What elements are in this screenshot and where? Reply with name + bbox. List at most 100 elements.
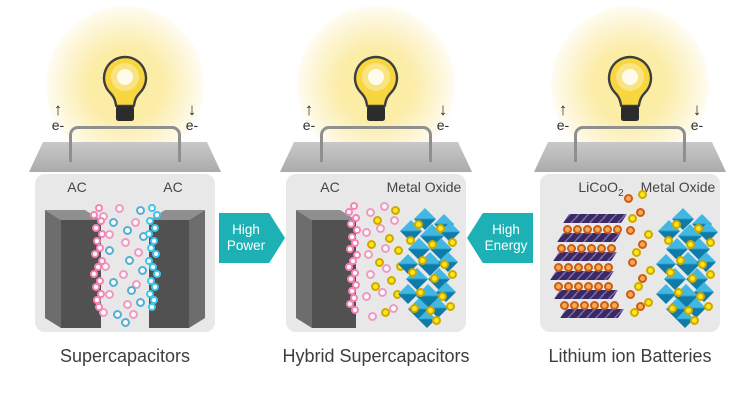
lithium-ion	[410, 304, 419, 313]
intercalated-lithium-ion	[597, 244, 606, 253]
lithium-ion	[676, 256, 685, 265]
lithium-ion-orange	[638, 274, 647, 283]
electron-label: e-	[690, 117, 704, 133]
adsorbed-blue-ion	[153, 270, 161, 278]
cation-ion	[368, 312, 377, 321]
intercalated-lithium-ion	[603, 225, 612, 234]
electrode-label-right: Metal Oxide	[640, 179, 716, 195]
intercalated-lithium-ion	[567, 244, 576, 253]
circuit-wire	[574, 126, 686, 162]
high-energy-arrow: High Energy	[467, 213, 533, 263]
lithium-ion	[381, 308, 390, 317]
lithium-ion	[446, 302, 455, 311]
adsorbed-pink-ion	[347, 275, 355, 284]
arrow-label-line: Energy	[484, 238, 528, 253]
lithium-ion	[634, 282, 643, 291]
lithium-ion	[428, 240, 437, 249]
anion-ion	[105, 246, 114, 255]
intercalated-lithium-ion	[600, 301, 609, 310]
adsorbed-pink-ion	[94, 263, 102, 272]
licoo2-layer	[560, 309, 624, 318]
anion-ion	[109, 278, 118, 287]
adsorbed-blue-ion	[146, 217, 154, 226]
panel-caption: Lithium ion Batteries	[548, 346, 712, 366]
cation-ion	[380, 202, 389, 211]
lithium-ion	[394, 246, 403, 255]
lithium-ion	[426, 306, 435, 315]
electrode-label-left: AC	[67, 179, 87, 195]
panel-caption: Supercapacitors	[59, 346, 191, 366]
lithium-ion	[448, 238, 457, 247]
intercalated-lithium-ion	[573, 225, 582, 234]
cell-body: AC Metal Oxide	[286, 174, 466, 332]
cation-ion	[115, 204, 124, 213]
adsorbed-pink-ion	[345, 208, 353, 217]
licoo2-layer	[553, 252, 617, 261]
adsorbed-pink-ion	[351, 238, 359, 247]
lithium-ion	[432, 316, 441, 325]
lithium-ion	[646, 266, 655, 275]
lithium-ion	[674, 288, 683, 297]
anion-ion	[136, 206, 145, 215]
cation-ion	[132, 280, 141, 289]
formula-base: LiCoO	[578, 179, 619, 195]
cation-ion	[364, 250, 373, 259]
intercalated-lithium-ion	[604, 263, 613, 272]
electron-flow-out: ↑ e-	[294, 101, 324, 133]
cation-ion	[123, 300, 132, 309]
electron-flow-out: ↑ e-	[43, 101, 73, 133]
electrolyte-ion-field	[35, 174, 215, 332]
metal-oxide-octahedron	[398, 284, 418, 304]
cation-ion	[381, 244, 390, 253]
adsorbed-pink-ion	[95, 204, 103, 212]
circuit-wire	[320, 126, 432, 162]
lithium-ion	[408, 268, 417, 277]
adsorbed-blue-ion	[148, 303, 156, 311]
adsorbed-blue-ion	[145, 230, 153, 239]
lithium-ion	[644, 230, 653, 239]
adsorbed-blue-ion	[152, 250, 160, 259]
light-bulb-icon	[607, 55, 653, 121]
intercalated-lithium-ion	[570, 301, 579, 310]
lithium-ion-orange	[626, 226, 635, 235]
lithium-ion	[448, 270, 457, 279]
intercalated-lithium-ion	[584, 282, 593, 291]
lithium-ion	[690, 316, 699, 325]
adsorbed-pink-ion	[97, 289, 105, 298]
formula-subscript: 2	[618, 187, 624, 199]
cation-ion	[366, 270, 375, 279]
lithium-ion	[430, 274, 439, 283]
electrolyte-ion-field	[286, 174, 466, 332]
cation-ion	[376, 224, 385, 233]
battery-structure-field	[540, 174, 720, 332]
licoo2-layer	[563, 214, 627, 223]
high-power-arrow: High Power	[219, 213, 285, 263]
lithium-ion-orange	[638, 240, 647, 249]
panel-caption: Hybrid Supercapacitors	[282, 346, 470, 366]
cation-ion	[131, 218, 140, 227]
lithium-ion	[696, 292, 705, 301]
anion-ion	[109, 218, 118, 227]
lithium-ion-orange	[624, 194, 633, 203]
intercalated-lithium-ion	[563, 225, 572, 234]
metal-oxide-octahedron	[440, 222, 460, 242]
metal-oxide-octahedron	[698, 222, 718, 242]
adsorbed-blue-ion	[148, 204, 156, 212]
intercalated-lithium-ion	[574, 263, 583, 272]
licoo2-layer	[557, 233, 621, 242]
intercalated-lithium-ion	[560, 301, 569, 310]
electrode-label-left: LiCoO2	[564, 179, 638, 199]
lithium-ion-orange	[628, 258, 637, 267]
adsorbed-blue-ion	[153, 210, 161, 219]
intercalated-lithium-ion	[613, 225, 622, 234]
anion-ion	[123, 226, 132, 235]
lithium-ion-orange	[626, 290, 635, 299]
cell-lid	[534, 142, 726, 172]
intercalated-lithium-ion	[554, 282, 563, 291]
up-arrow-icon: ↑	[304, 100, 314, 119]
adsorbed-pink-ion	[351, 269, 359, 278]
adsorbed-pink-ion	[96, 243, 104, 252]
adsorbed-pink-ion	[345, 263, 353, 271]
adsorbed-pink-ion	[346, 299, 354, 308]
cation-ion	[366, 208, 375, 217]
